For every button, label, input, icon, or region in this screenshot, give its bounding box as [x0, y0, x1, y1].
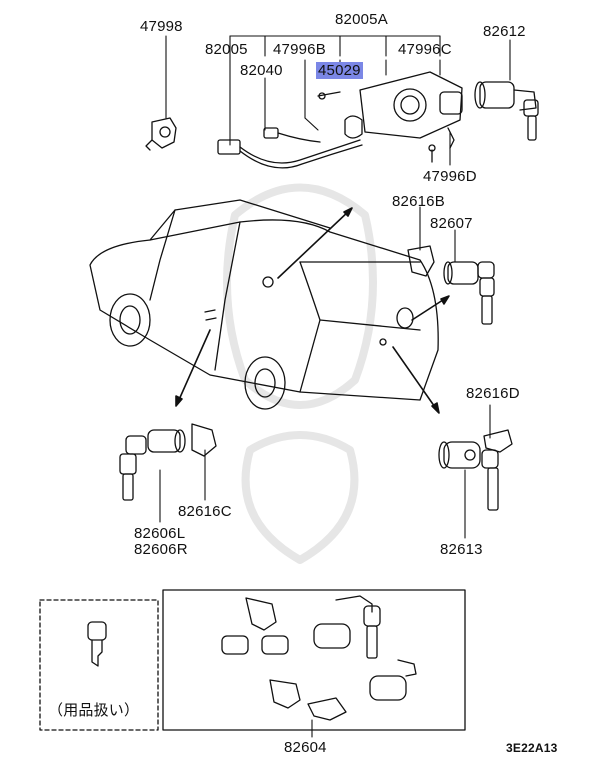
part-label-47996B[interactable]: 47996B: [273, 41, 326, 58]
key-box: [39, 599, 159, 731]
part-label-82604[interactable]: 82604: [284, 739, 327, 756]
part-label-82616D[interactable]: 82616D: [466, 385, 520, 402]
part-label-47998[interactable]: 47998: [140, 18, 183, 35]
part-label-47996D[interactable]: 47996D: [423, 168, 477, 185]
tailgate-lock-cylinder-icon: [438, 429, 513, 511]
part-label-82606L[interactable]: 82606L: [134, 525, 186, 542]
lock-set-box: [162, 589, 466, 731]
part-label-82005A[interactable]: 82005A: [335, 11, 388, 28]
fuel-lid-icon: [396, 307, 414, 329]
diagram-code: 3E22A13: [506, 741, 558, 755]
car-body-icon: [89, 199, 439, 410]
leader-lines: [159, 35, 511, 738]
part-label-82040[interactable]: 82040: [240, 62, 283, 79]
retainer-clip-icon: [145, 117, 177, 151]
ignition-switch-icon: [317, 71, 463, 163]
part-label-82613[interactable]: 82613: [440, 541, 483, 558]
watermark-icon: [223, 183, 377, 564]
part-label-82612[interactable]: 82612: [483, 23, 526, 40]
callout-arrows: [175, 207, 450, 414]
part-label-82616C[interactable]: 82616C: [178, 503, 232, 520]
door-lock-cylinder-icon: [407, 245, 495, 325]
part-label-82606R[interactable]: 82606R: [134, 541, 188, 558]
part-label-47996C[interactable]: 47996C: [398, 41, 452, 58]
door-lock-cylinder-icon: [119, 423, 217, 501]
wiring-harness-icon: [217, 127, 363, 169]
highlighted-part-number: 45029: [316, 62, 363, 79]
accessory-note: （用品扱い）: [48, 702, 140, 719]
part-label-82607[interactable]: 82607: [430, 215, 473, 232]
part-label-45029[interactable]: 45029: [316, 62, 363, 79]
key-icon: [87, 621, 107, 667]
part-label-82005[interactable]: 82005: [205, 41, 248, 58]
part-label-82616B[interactable]: 82616B: [392, 193, 445, 210]
ignition-cylinder-icon: [474, 81, 539, 141]
